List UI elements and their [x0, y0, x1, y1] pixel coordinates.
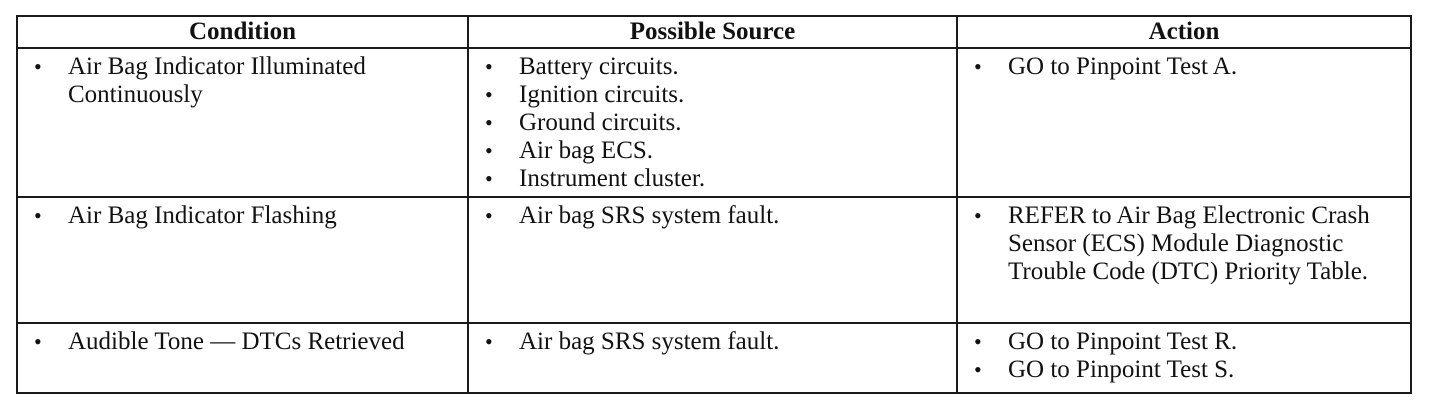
header-possible-source: Possible Source — [467, 15, 958, 49]
list-item: • Audible Tone — DTCs Retrieved — [26, 328, 457, 356]
source-cell: • Battery circuits. • Ignition circuits. •… — [467, 47, 958, 198]
bullet-icon: • — [485, 329, 493, 354]
action-cell: • GO to Pinpoint Test A. — [956, 47, 1412, 198]
list-item: • GO to Pinpoint Test A. — [966, 53, 1400, 81]
source-text: Air bag ECS. — [519, 137, 654, 164]
action-text: GO to Pinpoint Test R. — [1008, 328, 1238, 355]
source-cell: • Air bag SRS system fault. — [467, 322, 958, 394]
bullet-icon: • — [974, 357, 982, 382]
list-item: • Air bag ECS. — [477, 137, 946, 165]
bullet-icon: • — [974, 54, 982, 79]
list-item: • GO to Pinpoint Test S. — [966, 356, 1400, 384]
list-item: • REFER to Air Bag Electronic Crash Senso… — [966, 202, 1400, 286]
condition-cell: • Air Bag Indicator Illuminated Continuou… — [16, 47, 469, 198]
header-action: Action — [956, 15, 1412, 49]
table-row: • Audible Tone — DTCs Retrieved • Air bag … — [16, 322, 1412, 394]
table-row: • Air Bag Indicator Illuminated Continuou… — [16, 47, 1412, 198]
condition-text: Air Bag Indicator Flashing — [68, 202, 337, 229]
condition-cell: • Audible Tone — DTCs Retrieved — [16, 322, 469, 394]
header-condition: Condition — [16, 15, 469, 49]
source-text: Battery circuits. — [519, 53, 679, 80]
condition-cell: • Air Bag Indicator Flashing — [16, 196, 469, 324]
list-item: • GO to Pinpoint Test R. — [966, 328, 1400, 356]
bullet-icon: • — [485, 54, 493, 79]
bullet-icon: • — [34, 329, 42, 354]
list-item: • Ignition circuits. — [477, 81, 946, 109]
table-row: • Air Bag Indicator Flashing • Air bag SRS… — [16, 196, 1412, 324]
source-text: Air bag SRS system fault. — [519, 328, 780, 355]
condition-text: Audible Tone — DTCs Retrieved — [68, 328, 405, 355]
list-item: • Ground circuits. — [477, 109, 946, 137]
condition-text: Air Bag Indicator Illuminated Continuous… — [68, 53, 366, 108]
bullet-icon: • — [34, 54, 42, 79]
header-row: Condition Possible Source Action — [16, 15, 1412, 49]
list-item: • Air Bag Indicator Flashing — [26, 202, 457, 230]
list-item: • Battery circuits. — [477, 53, 946, 81]
source-text: Instrument cluster. — [519, 165, 706, 192]
bullet-icon: • — [485, 110, 493, 135]
bullet-icon: • — [485, 166, 493, 191]
source-text: Air bag SRS system fault. — [519, 202, 780, 229]
action-cell: • REFER to Air Bag Electronic Crash Senso… — [956, 196, 1412, 324]
bullet-icon: • — [485, 203, 493, 228]
source-text: Ground circuits. — [519, 109, 682, 136]
bullet-icon: • — [974, 329, 982, 354]
bullet-icon: • — [974, 203, 982, 228]
source-text: Ignition circuits. — [519, 81, 685, 108]
action-text: REFER to Air Bag Electronic Crash Sensor… — [1008, 202, 1370, 285]
list-item: • Air bag SRS system fault. — [477, 202, 946, 230]
bullet-icon: • — [485, 138, 493, 163]
bullet-icon: • — [34, 203, 42, 228]
diagnostic-table: Condition Possible Source Action • Air Ba… — [16, 15, 1412, 394]
list-item: • Air Bag Indicator Illuminated Continuou… — [26, 53, 457, 109]
action-cell: • GO to Pinpoint Test R. • GO to Pinpoint … — [956, 322, 1412, 394]
bullet-icon: • — [485, 82, 493, 107]
action-text: GO to Pinpoint Test S. — [1008, 356, 1235, 383]
list-item: • Air bag SRS system fault. — [477, 328, 946, 356]
list-item: • Instrument cluster. — [477, 165, 946, 193]
source-cell: • Air bag SRS system fault. — [467, 196, 958, 324]
action-text: GO to Pinpoint Test A. — [1008, 53, 1238, 80]
